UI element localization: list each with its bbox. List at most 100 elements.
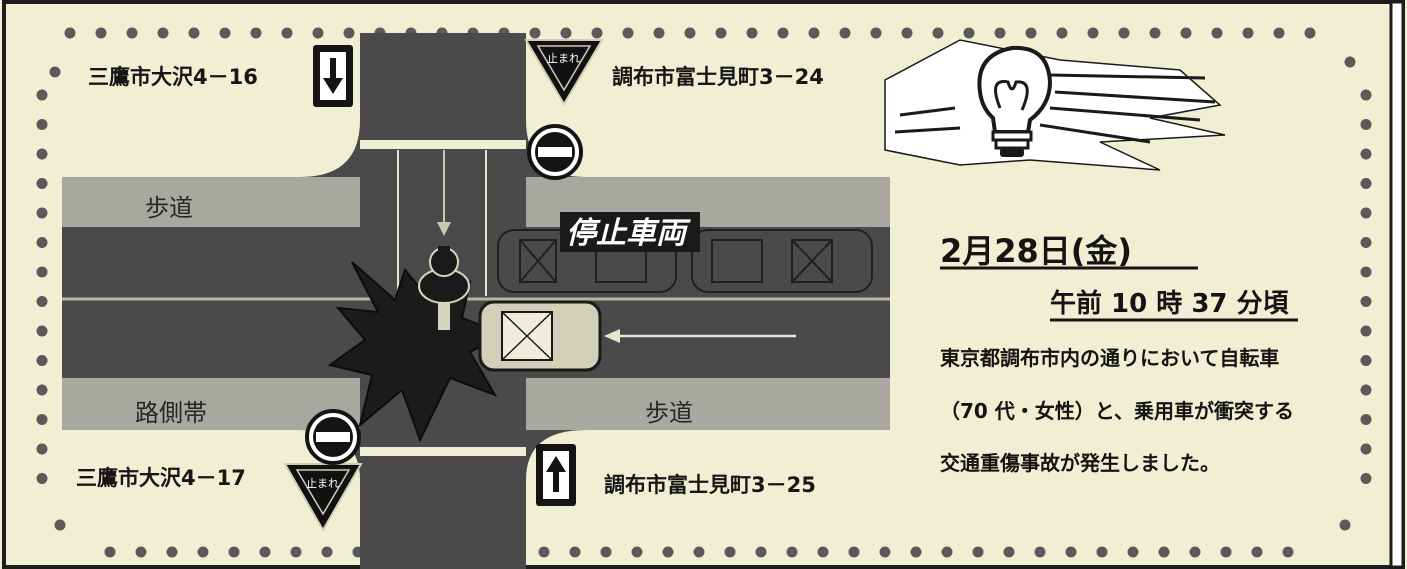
address-bottom-right: 調布市富士見町3－25 — [604, 473, 816, 497]
border-dot — [901, 27, 913, 39]
border-dot — [879, 546, 891, 558]
border-dot — [1282, 546, 1294, 558]
border-dot — [1360, 384, 1372, 396]
border-dot — [622, 27, 634, 39]
border-dot — [591, 27, 603, 39]
address-bottom-left: 三鷹市大沢4－17 — [76, 466, 246, 490]
border-dot — [166, 546, 178, 558]
border-dot — [36, 119, 48, 130]
border-dot — [36, 414, 48, 425]
border-dot — [631, 546, 643, 558]
border-dot — [104, 546, 116, 558]
border-dot — [64, 27, 76, 39]
border-dot — [1360, 266, 1372, 278]
border-dot — [870, 27, 882, 39]
border-dot — [36, 266, 48, 278]
border-dot — [755, 546, 767, 558]
border-dot — [197, 546, 209, 558]
border-dot — [662, 546, 674, 558]
border-dot — [321, 546, 333, 558]
border-dot — [281, 27, 293, 39]
border-dot — [1360, 473, 1372, 484]
border-dot — [219, 27, 231, 39]
border-dot — [808, 27, 820, 39]
border-dot — [1056, 27, 1068, 39]
border-dot — [1025, 27, 1037, 39]
border-dot — [653, 27, 665, 39]
border-dot — [932, 27, 944, 39]
border-dot — [1360, 119, 1372, 130]
border-dot — [157, 27, 169, 39]
border-dot — [250, 27, 262, 39]
border-dot — [1242, 27, 1254, 39]
border-dot — [36, 148, 48, 160]
border-dot — [36, 384, 48, 396]
border-dot — [724, 546, 736, 558]
border-dot — [1360, 443, 1372, 455]
stop-sign-text: 止まれ — [306, 477, 339, 490]
car-icon — [478, 300, 796, 372]
stop-sign-text: 止まれ — [547, 52, 580, 65]
address-top-right: 調布市富士見町3－24 — [612, 65, 824, 89]
border-dot — [1118, 27, 1130, 39]
border-dot — [746, 27, 758, 39]
border-dot — [715, 27, 727, 39]
border-dot — [312, 27, 324, 39]
border-dot — [1339, 519, 1351, 531]
border-dot — [1360, 178, 1372, 189]
border-dot — [972, 546, 984, 558]
border-dot — [36, 237, 48, 248]
border-dot — [1180, 27, 1192, 39]
border-dot — [36, 207, 48, 219]
border-dot — [1003, 546, 1015, 558]
incident-description-line-3: 交通重傷事故が発生しました。 — [940, 451, 1220, 475]
border-dot — [848, 546, 860, 558]
border-dot — [839, 27, 851, 39]
border-dot — [1360, 296, 1372, 307]
border-dot — [994, 27, 1006, 39]
border-dot — [1220, 546, 1232, 558]
border-dot — [1344, 56, 1356, 68]
border-dot — [569, 546, 581, 558]
border-dot — [786, 546, 798, 558]
shoulder-label: 路側帯 — [135, 399, 207, 427]
border-dot — [1065, 546, 1077, 558]
stop-line-bottom — [360, 447, 526, 456]
border-dot — [684, 27, 696, 39]
incident-description-line-1: 東京都調布市内の通りにおいて自転車 — [940, 346, 1279, 370]
stop-line-top — [360, 140, 526, 149]
border-dot — [36, 473, 48, 484]
border-dot — [1360, 414, 1372, 425]
border-dot — [1304, 27, 1316, 39]
border-dot — [49, 66, 61, 78]
border-dot — [1360, 148, 1372, 160]
border-dot — [963, 27, 975, 39]
border-dot — [817, 546, 829, 558]
border-dot — [1360, 355, 1372, 366]
border-dot — [560, 27, 572, 39]
border-dot — [529, 27, 541, 39]
stopped-vehicles-label-bg — [560, 212, 700, 252]
border-dot — [36, 443, 48, 455]
border-dot — [259, 546, 271, 558]
stop-sign-icon: 止まれ — [524, 39, 604, 106]
border-dot — [36, 296, 48, 307]
border-dot — [188, 27, 200, 39]
border-dot — [1158, 546, 1170, 558]
border-dot — [1087, 27, 1099, 39]
border-dot — [1360, 325, 1372, 337]
border-dot — [1251, 546, 1263, 558]
sidewalk-label-top: 歩道 — [145, 194, 193, 222]
border-dot — [36, 355, 48, 366]
border-dot — [36, 89, 48, 101]
border-dot — [538, 546, 550, 558]
border-dot — [1096, 546, 1108, 558]
border-dot — [135, 546, 147, 558]
border-dot — [1034, 546, 1046, 558]
no-entry-icon — [527, 124, 583, 180]
border-dot — [693, 546, 705, 558]
one-way-arrow-icon — [536, 444, 576, 506]
lightbulb-icon — [884, 39, 1226, 171]
border-dot — [777, 27, 789, 39]
bicycle-icon — [418, 150, 470, 330]
